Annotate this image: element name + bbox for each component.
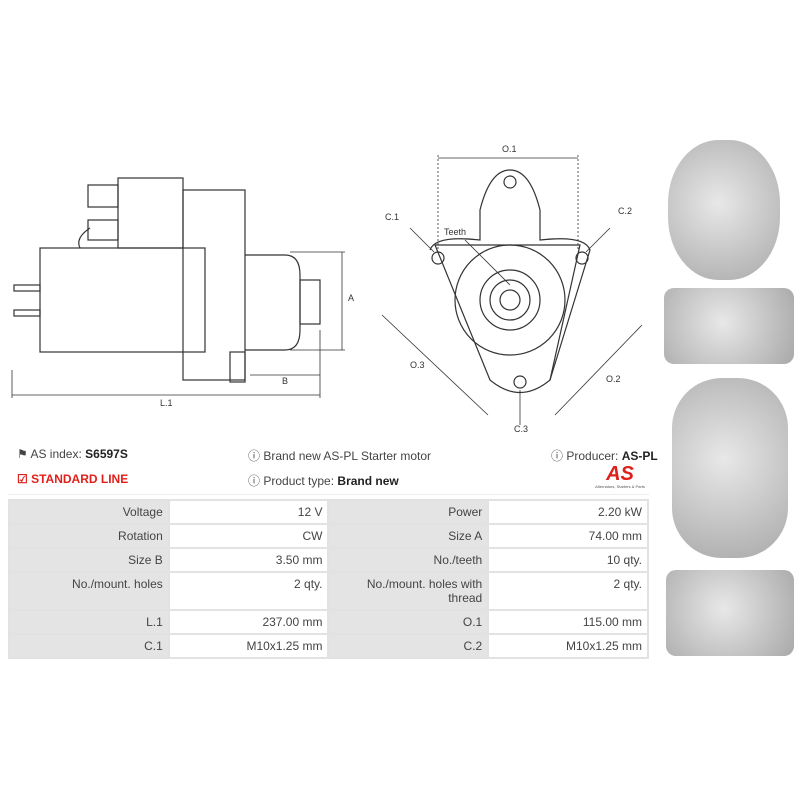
spec-value: CW <box>167 523 330 549</box>
info-icon: ⓘ <box>551 449 564 463</box>
side-view-drawing: L.1 A B <box>11 177 354 408</box>
spec-value: 115.00 mm <box>487 609 649 635</box>
dim-a: A <box>348 293 354 303</box>
product-photo-front <box>668 140 780 280</box>
spec-value: 2.20 kW <box>487 499 649 525</box>
product-photo-side <box>664 288 794 364</box>
dim-o3: O.3 <box>410 360 425 370</box>
spec-value: 237.00 mm <box>167 609 330 635</box>
divider <box>8 494 649 495</box>
info-icon: ⓘ <box>248 449 261 463</box>
spec-label: O.1 <box>327 609 490 635</box>
spec-label: No./mount. holes with thread <box>327 571 490 611</box>
info-icon: ⓘ <box>248 474 261 488</box>
spec-label: Size B <box>8 547 170 573</box>
dim-o2: O.2 <box>606 374 621 384</box>
product-photo-rear <box>672 378 788 558</box>
producer: ⓘ Producer: AS-PL <box>551 449 658 463</box>
spec-label: No./mount. holes <box>8 571 170 611</box>
dim-c3: C.3 <box>514 424 528 434</box>
spec-label: C.1 <box>8 633 170 659</box>
product-type: ⓘ Product type: Brand new <box>248 474 399 488</box>
spec-value: 2 qty. <box>487 571 649 611</box>
logo-text: AS <box>606 463 634 485</box>
front-view-drawing: O.1 C.1 C.2 Teeth O.3 O.2 C.3 <box>381 144 643 434</box>
as-index: ⚑ AS index: S6597S <box>17 447 128 461</box>
description: ⓘ Brand new AS-PL Starter motor <box>248 449 431 463</box>
product-photo-angle <box>666 570 794 656</box>
dim-c2: C.2 <box>618 206 632 216</box>
as-pl-logo: AS Alternators, Starters & Parts <box>588 464 652 489</box>
dim-l1: L.1 <box>160 398 173 408</box>
spec-label: C.2 <box>327 633 490 659</box>
spec-label: L.1 <box>8 609 170 635</box>
dim-c1: C.1 <box>385 212 399 222</box>
spec-value: 74.00 mm <box>487 523 649 549</box>
checkbox-icon: ☑ <box>17 472 28 486</box>
spec-label: Rotation <box>8 523 170 549</box>
spec-value: 2 qty. <box>167 571 330 611</box>
spec-value: M10x1.25 mm <box>487 633 649 659</box>
dim-b: B <box>282 376 288 386</box>
spec-value: M10x1.25 mm <box>167 633 330 659</box>
spec-value: 3.50 mm <box>167 547 330 573</box>
spec-label: No./teeth <box>327 547 490 573</box>
spec-label: Power <box>327 499 490 525</box>
logo-tagline: Alternators, Starters & Parts <box>595 484 645 489</box>
spec-value: 10 qty. <box>487 547 649 573</box>
dim-teeth: Teeth <box>444 227 466 237</box>
spec-label: Voltage <box>8 499 170 525</box>
spec-value: 12 V <box>167 499 330 525</box>
spec-label: Size A <box>327 523 490 549</box>
standard-line: ☑ STANDARD LINE <box>17 472 129 486</box>
tag-icon: ⚑ <box>17 447 28 461</box>
dim-o1: O.1 <box>502 144 517 154</box>
